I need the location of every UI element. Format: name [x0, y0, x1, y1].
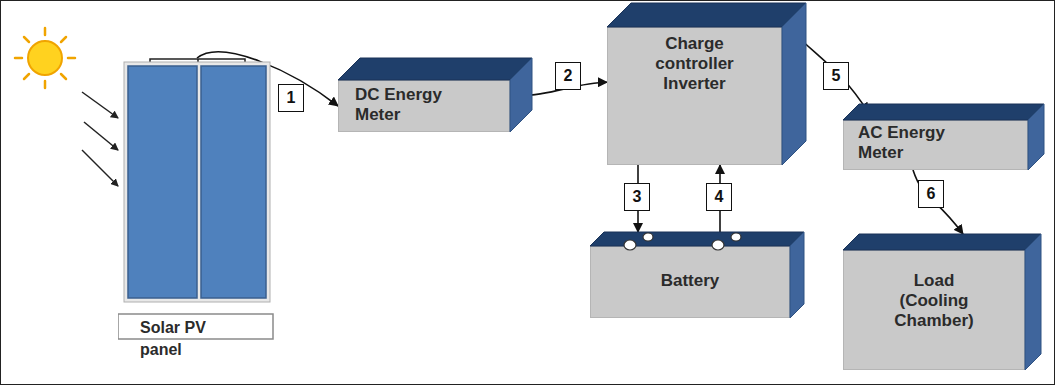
- box-label: Load (Cooling Chamber): [882, 271, 987, 331]
- callout-number: 2: [555, 62, 581, 90]
- box-label: AC Energy Meter: [858, 123, 963, 163]
- callout-number: 3: [624, 183, 650, 211]
- sun-symbol: [15, 28, 75, 88]
- callout-number: 4: [706, 183, 732, 211]
- solar-panel-drawing: [118, 58, 276, 363]
- solar-panel: Solar PV panel: [118, 58, 276, 363]
- meter-box: DC Energy Meter: [338, 80, 510, 132]
- box-label: Battery: [600, 271, 780, 291]
- sun-ray-arrows: [82, 92, 118, 186]
- callout-number: 6: [918, 180, 944, 208]
- box-label: DC Energy Meter: [355, 85, 460, 125]
- flow-arrow: [913, 170, 963, 234]
- controller-box: Charge controller Inverter: [607, 27, 782, 165]
- meter-box: AC Energy Meter: [843, 120, 1028, 170]
- callout-number: 1: [278, 84, 304, 112]
- battery-box: Battery: [590, 246, 790, 318]
- load-box: Load (Cooling Chamber): [843, 250, 1025, 370]
- box-label: Charge controller Inverter: [635, 34, 755, 94]
- callout-number: 5: [823, 62, 849, 90]
- panel-label: Solar PV panel: [140, 317, 240, 361]
